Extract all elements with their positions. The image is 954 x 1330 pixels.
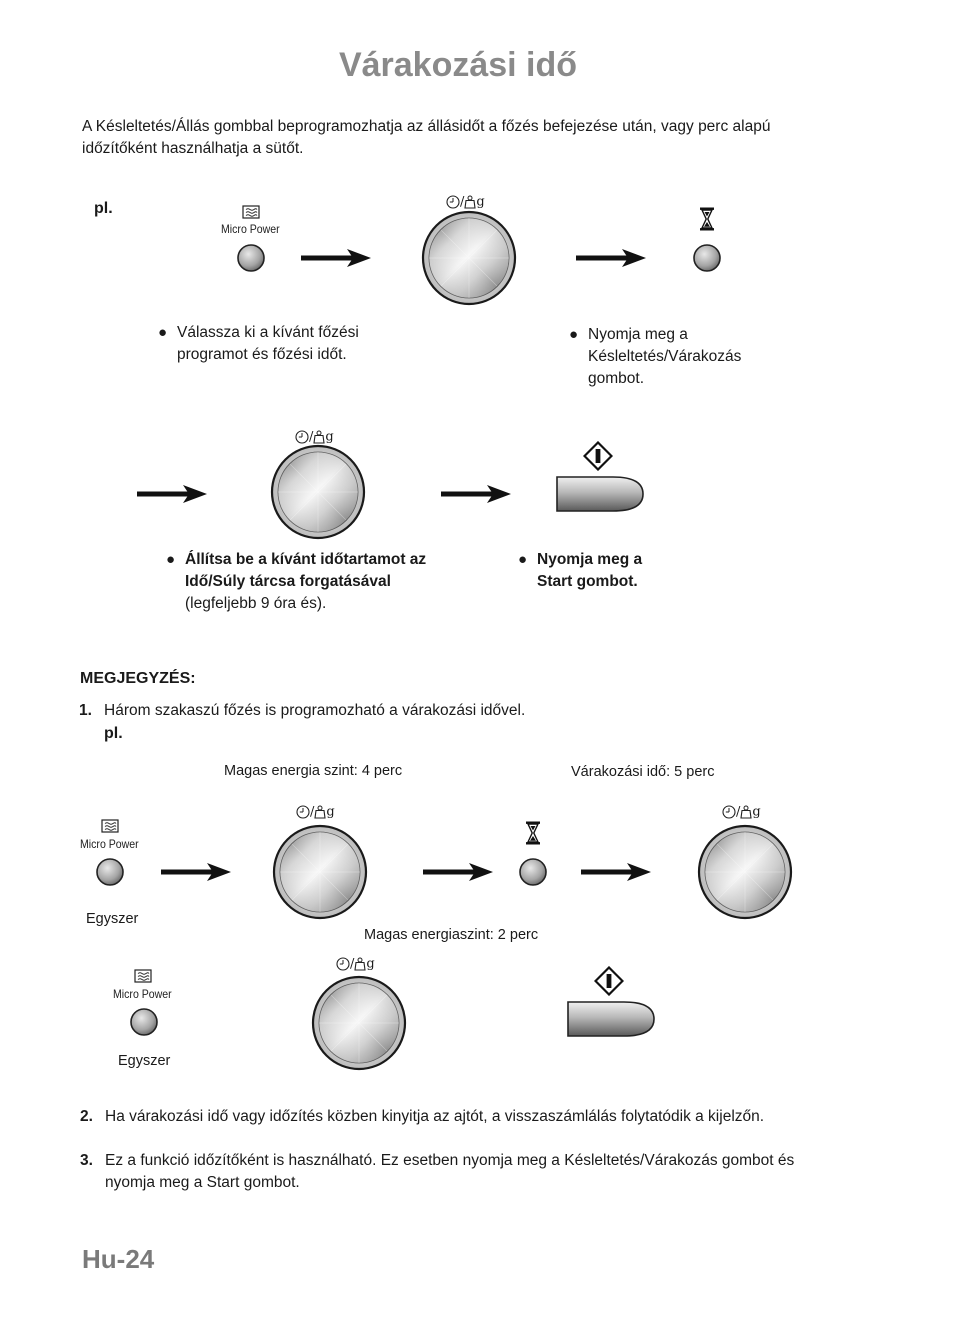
time-weight-dial[interactable] [311, 975, 407, 1071]
step1-text: ●Válassza ki a kívánt főzési programot é… [158, 324, 359, 363]
note-heading: MEGJEGYZÉS: [80, 670, 196, 687]
time-weight-dial[interactable] [421, 210, 517, 306]
arrow-icon [161, 863, 231, 881]
timer-standing-button[interactable] [518, 857, 548, 887]
arrow-icon [441, 485, 511, 503]
time-weight-symbol: /g [295, 428, 334, 444]
once-label: Egyszer [86, 911, 139, 927]
time-weight-symbol: /g [446, 193, 485, 209]
microwave-waves-icon [101, 819, 119, 833]
arrow-icon [423, 863, 493, 881]
arrow-icon [137, 485, 207, 503]
micro-power-label: Micro Power [80, 837, 139, 851]
weight-icon [313, 430, 325, 444]
page-number: Hu-24 [82, 1244, 155, 1274]
bullet-icon: ● [518, 551, 528, 568]
label-high-power-4: Magas energia szint: 4 perc [224, 763, 403, 779]
weight-icon [740, 805, 752, 819]
micro-power-button[interactable] [236, 243, 266, 273]
label-standing-time-5: Várakozási idő: 5 perc [571, 764, 715, 780]
page-title: Várakozási idő [338, 46, 578, 84]
label-high-power-2: Magas energiaszint: 2 perc [364, 927, 539, 943]
step4-text: ●Nyomja meg a Start gombot. [518, 551, 643, 590]
bullet-icon: ● [166, 551, 176, 568]
clock-icon [336, 957, 350, 971]
clock-icon [722, 805, 736, 819]
hourglass-icon [699, 207, 715, 231]
clock-icon [296, 805, 310, 819]
micro-power-label: Micro Power [113, 987, 172, 1001]
weight-icon [314, 805, 326, 819]
step3-text: ●Állítsa be a kívánt időtartamot az Idő/… [166, 551, 427, 612]
arrow-icon [581, 863, 651, 881]
step2-text: ●Nyomja meg a Késleltetés/Várakozás gomb… [569, 326, 742, 387]
intro-text: A Késleltetés/Állás gombbal beprogramozh… [82, 118, 771, 157]
example-label: pl. [94, 200, 113, 217]
time-weight-symbol: /g [296, 803, 335, 819]
hourglass-icon [525, 821, 541, 845]
note-item-3: 3.Ez a funkció időzítőként is használhat… [80, 1152, 795, 1191]
microwave-waves-icon [242, 205, 260, 219]
note-item-2: 2.Ha várakozási idő vagy időzítés közben… [80, 1108, 765, 1125]
start-button[interactable] [555, 474, 645, 514]
start-button[interactable] [566, 999, 656, 1039]
clock-icon [446, 195, 460, 209]
micro-power-button[interactable] [129, 1007, 159, 1037]
time-weight-dial[interactable] [697, 824, 793, 920]
arrow-icon [301, 249, 371, 267]
bullet-icon: ● [158, 324, 168, 341]
start-diamond-icon [594, 966, 624, 996]
start-diamond-icon [583, 441, 613, 471]
micro-power-button[interactable] [95, 857, 125, 887]
microwave-waves-icon [134, 969, 152, 983]
weight-icon [464, 195, 476, 209]
once-label: Egyszer [118, 1053, 171, 1069]
timer-standing-button[interactable] [692, 243, 722, 273]
time-weight-dial[interactable] [270, 444, 366, 540]
time-weight-symbol: /g [336, 955, 375, 971]
clock-icon [295, 430, 309, 444]
time-weight-symbol: /g [722, 803, 761, 819]
weight-icon [354, 957, 366, 971]
micro-power-label: Micro Power [221, 222, 280, 236]
example-label: pl. [104, 725, 123, 742]
note-item-1: 1.Három szakaszú főzés is programozható … [79, 702, 526, 719]
bullet-icon: ● [569, 326, 579, 343]
arrow-icon [576, 249, 646, 267]
time-weight-dial[interactable] [272, 824, 368, 920]
